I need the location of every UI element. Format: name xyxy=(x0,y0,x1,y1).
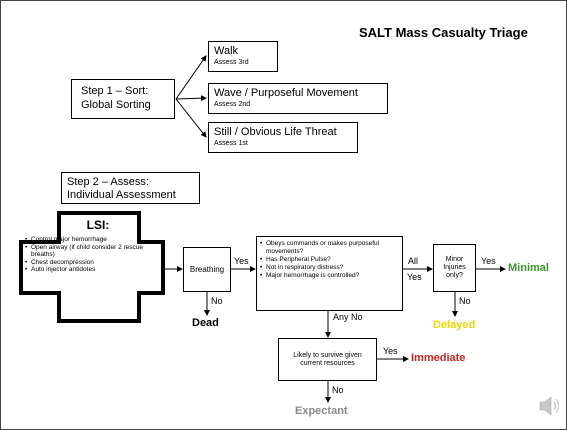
walk-label: Walk xyxy=(214,45,239,57)
category-delayed: Delayed xyxy=(433,319,476,331)
all-yes-label: Yes xyxy=(407,272,422,282)
step2-box: Step 2 – Assess: Individual Assessment xyxy=(61,172,200,204)
assessment-question: Major hemorrhage is controlled? xyxy=(260,272,400,280)
still-sublabel: Assess 1st xyxy=(214,140,248,147)
category-expectant: Expectant xyxy=(295,405,348,417)
step1-line1: Step 1 – Sort: xyxy=(81,85,149,97)
wave-label: Wave / Purposeful Movement xyxy=(214,87,358,99)
lsi-item: Auto injector antidotes xyxy=(25,266,160,274)
assessment-question: Not in respiratory distress? xyxy=(260,264,400,272)
minor-line3: only? xyxy=(446,272,463,279)
assessment-question: Obeys commands or makes purposeful movem… xyxy=(260,240,400,256)
assessment-questions-box: Obeys commands or makes purposeful movem… xyxy=(256,236,403,311)
minor-line2: Injuries xyxy=(443,264,466,271)
any-no-label: Any No xyxy=(333,312,363,322)
wave-sublabel: Assess 2nd xyxy=(214,101,251,108)
lsi-list: Control major hemorrhage Open airway (if… xyxy=(25,236,160,274)
slide-title: SALT Mass Casualty Triage xyxy=(359,25,528,40)
assessment-question: Has Peripheral Pulse? xyxy=(260,256,400,264)
lsi-item: Control major hemorrhage xyxy=(25,236,160,244)
minor-no-label: No xyxy=(459,296,471,306)
step2-line1: Step 2 – Assess: xyxy=(67,176,149,188)
still-box: Still / Obvious Life Threat Assess 1st xyxy=(208,122,358,153)
breathing-no-label: No xyxy=(211,296,223,306)
lsi-item: Chest decompression xyxy=(25,259,160,267)
likely-no-label: No xyxy=(332,385,344,395)
wave-box: Wave / Purposeful Movement Assess 2nd xyxy=(208,83,388,114)
step1-line2: Global Sorting xyxy=(81,99,151,111)
walk-sublabel: Assess 3rd xyxy=(214,59,249,66)
minor-yes-label: Yes xyxy=(481,256,496,266)
category-immediate: Immediate xyxy=(411,352,466,364)
breathing-box: Breathing xyxy=(183,247,231,292)
likely-survive-box: Likely to survive given current resource… xyxy=(278,338,377,381)
lsi-item: Open airway (if child consider 2 rescue … xyxy=(25,244,160,259)
minor-injuries-box: Minor Injuries only? xyxy=(433,244,476,292)
step1-box: Step 1 – Sort: Global Sorting xyxy=(71,79,175,119)
all-label: All xyxy=(408,256,419,266)
walk-box: Walk Assess 3rd xyxy=(208,41,278,72)
breathing-label: Breathing xyxy=(189,265,225,274)
likely-line1: Likely to survive given xyxy=(293,351,362,359)
step2-line2: Individual Assessment xyxy=(67,189,176,201)
category-minimal: Minimal xyxy=(508,262,549,274)
speaker-icon[interactable] xyxy=(537,393,563,419)
likely-line2: current resources xyxy=(300,359,355,367)
still-label: Still / Obvious Life Threat xyxy=(214,126,337,138)
likely-yes-label: Yes xyxy=(383,346,398,356)
lsi-title: LSI: xyxy=(86,218,110,232)
category-dead: Dead xyxy=(192,317,219,329)
breathing-yes-label: Yes xyxy=(234,256,249,266)
minor-line1: Minor xyxy=(445,256,464,263)
